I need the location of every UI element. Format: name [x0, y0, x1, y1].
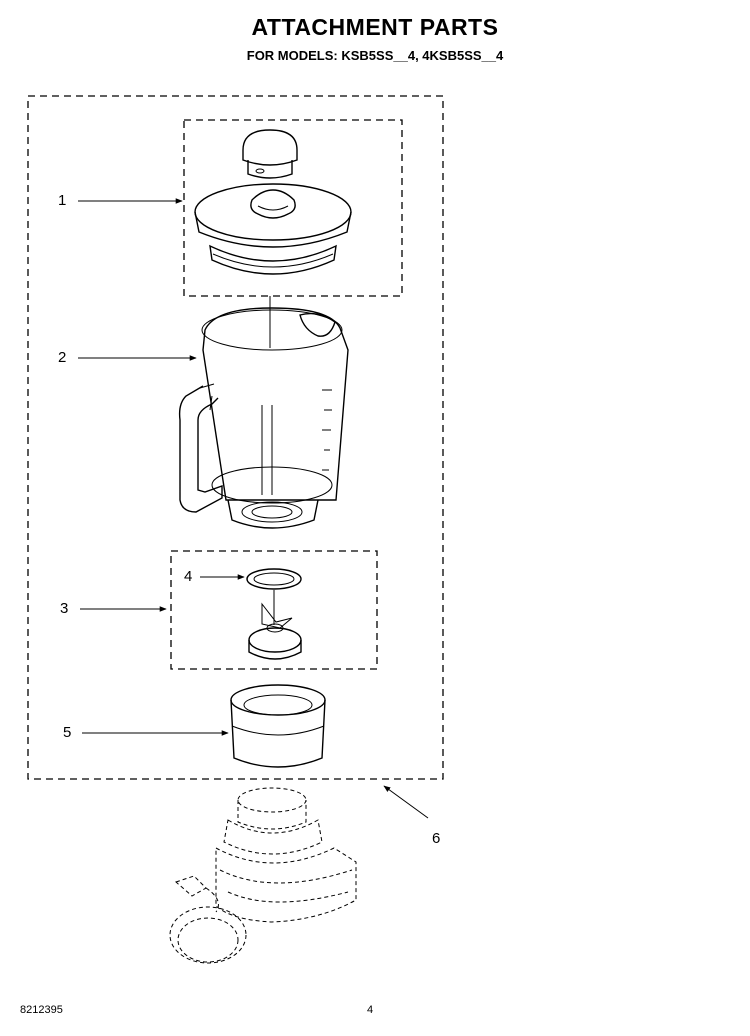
lid-group-boundary [183, 119, 403, 297]
callout-1: 1 [58, 192, 67, 209]
model-subtitle: FOR MODELS: KSB5SS__4, 4KSB5SS__4 [246, 48, 504, 63]
callout-4: 4 [184, 568, 193, 585]
seal-ring-part-4 [246, 568, 302, 590]
jar-part-2 [178, 307, 349, 529]
lid-part-1 [183, 119, 403, 348]
motor-base [169, 787, 357, 964]
callout-6-leader [383, 785, 429, 819]
doc-number: 8212395 [20, 1004, 63, 1016]
page-number: 4 [367, 1004, 374, 1016]
callout-3: 3 [60, 600, 69, 617]
callout-6: 6 [432, 830, 441, 847]
page-title: ATTACHMENT PARTS [251, 14, 499, 40]
callout-2: 2 [58, 349, 67, 366]
blade-group-boundary [170, 550, 378, 670]
blade-assembly-part-3 [170, 550, 378, 670]
assembly-6-boundary [27, 95, 444, 780]
coupler-part-5 [230, 684, 326, 768]
callout-5: 5 [63, 724, 72, 741]
